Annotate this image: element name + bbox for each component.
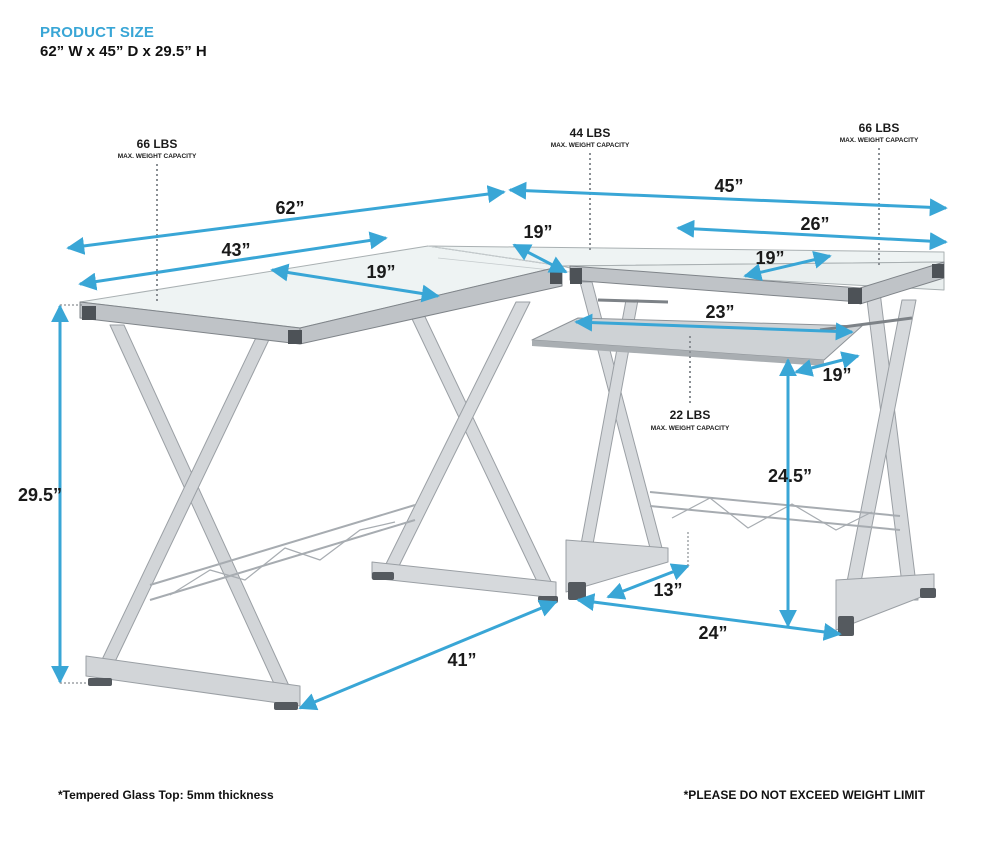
dim-24-5: 24.5” <box>768 466 812 486</box>
dim-19-tray: 19” <box>822 365 851 385</box>
top-frame <box>79 261 945 345</box>
svg-text:66 LBS: 66 LBS <box>859 121 900 135</box>
product-size-title: PRODUCT SIZE <box>40 24 155 41</box>
svg-text:MAX. WEIGHT CAPACITY: MAX. WEIGHT CAPACITY <box>118 153 197 160</box>
dim-19-left: 19” <box>366 262 395 282</box>
dim-23: 23” <box>705 302 734 322</box>
dim-19-right: 19” <box>755 248 784 268</box>
desk-illustration <box>79 245 945 710</box>
weight-callout-corner: 44 LBS MAX. WEIGHT CAPACITY <box>551 126 630 252</box>
left-back-legs <box>371 301 557 599</box>
dim-19-corner: 19” <box>523 222 552 242</box>
feet <box>88 572 936 710</box>
left-front-legs <box>85 324 301 707</box>
dim-45: 45” <box>714 176 743 196</box>
dimension-lines <box>51 181 948 711</box>
dimension-helpers <box>60 304 689 684</box>
svg-text:MAX. WEIGHT CAPACITY: MAX. WEIGHT CAPACITY <box>651 425 730 432</box>
dim-29-5: 29.5” <box>18 485 62 505</box>
svg-text:44 LBS: 44 LBS <box>570 126 611 140</box>
dim-13: 13” <box>653 580 682 600</box>
dim-62: 62” <box>275 198 304 218</box>
dim-24: 24” <box>698 623 727 643</box>
weight-warning: *PLEASE DO NOT EXCEED WEIGHT LIMIT <box>683 788 925 802</box>
right-stretcher <box>649 491 901 531</box>
weight-callout-tray: 22 LBS MAX. WEIGHT CAPACITY <box>651 336 730 432</box>
svg-text:MAX. WEIGHT CAPACITY: MAX. WEIGHT CAPACITY <box>840 137 919 144</box>
svg-text:22 LBS: 22 LBS <box>670 408 711 422</box>
dim-43: 43” <box>221 240 250 260</box>
dim-41: 41” <box>447 650 476 670</box>
svg-text:66 LBS: 66 LBS <box>137 137 178 151</box>
dimension-labels: 62” 45” 26” 43” 19” 19” 19” 23” 19” 29.5… <box>18 176 852 670</box>
weight-callout-right: 66 LBS MAX. WEIGHT CAPACITY <box>840 121 919 268</box>
product-dimensions: 62” W x 45” D x 29.5” H <box>40 43 207 60</box>
svg-text:MAX. WEIGHT CAPACITY: MAX. WEIGHT CAPACITY <box>551 142 630 149</box>
dim-26: 26” <box>800 214 829 234</box>
left-stretcher <box>149 504 416 601</box>
glass-note: *Tempered Glass Top: 5mm thickness <box>58 788 274 802</box>
